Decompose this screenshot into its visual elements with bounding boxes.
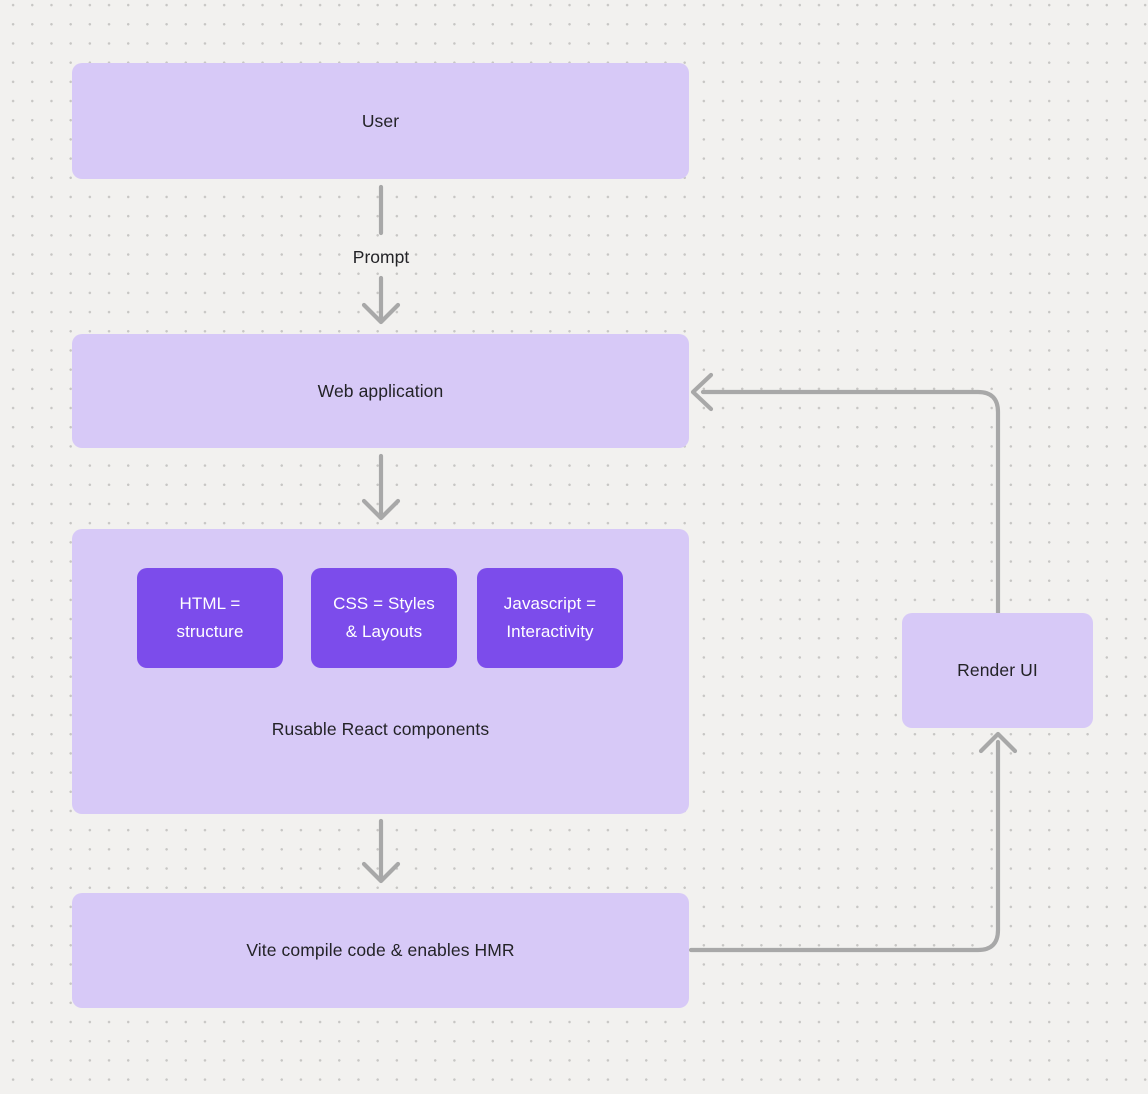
node-css: CSS = Styles & Layouts: [311, 568, 457, 668]
node-user-label: User: [361, 110, 400, 131]
node-javascript-label-line2: Interactivity: [506, 622, 594, 641]
node-html-label-line1: HTML =: [179, 594, 241, 613]
arrowhead-down-into-group: [361, 498, 401, 521]
node-render-ui-label: Render UI: [957, 660, 1038, 680]
node-javascript-label-line1: Javascript =: [503, 594, 597, 613]
edge-label-prompt: Prompt: [352, 247, 410, 267]
arrowhead-left-into-webapp: [690, 372, 714, 412]
edge-render-to-webapp: [700, 389, 1001, 616]
node-vite-label: Vite compile code & enables HMR: [246, 940, 515, 960]
arrowhead-down-into-webapp: [361, 302, 401, 325]
node-web-application-label: Web application: [317, 380, 444, 401]
edge-vite-to-render: [688, 739, 1001, 953]
arrowhead-up-into-render: [978, 731, 1018, 754]
components-group-caption: Rusable React components: [271, 719, 490, 739]
node-vite: Vite compile code & enables HMR: [72, 893, 689, 1008]
node-css-label-line1: CSS = Styles: [333, 594, 435, 613]
node-html: HTML = structure: [137, 568, 283, 668]
node-user: User: [72, 63, 689, 179]
node-javascript: Javascript = Interactivity: [477, 568, 623, 668]
node-components-group: HTML = structure CSS = Styles & Layouts …: [72, 529, 689, 814]
node-css-label-line2: & Layouts: [345, 622, 423, 641]
arrowhead-down-into-vite: [361, 861, 401, 884]
node-html-label-line2: structure: [176, 622, 244, 641]
node-render-ui: Render UI: [902, 613, 1093, 728]
node-web-application: Web application: [72, 334, 689, 448]
